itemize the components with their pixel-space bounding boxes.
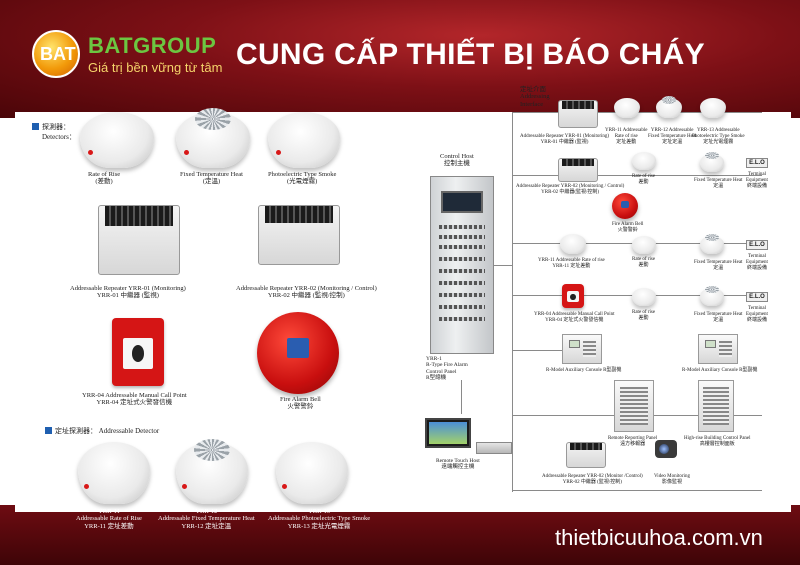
yrr12-detector: [176, 439, 248, 504]
label-smoke: Photoelectric Type Smoke(光電煙霧): [268, 171, 337, 186]
diagram-yrr13-detector: [700, 98, 726, 118]
section-detectors: 探測器： Detectors：: [32, 122, 76, 142]
remote-touch-host: [476, 442, 512, 454]
diagram-call-point: [562, 284, 584, 308]
fixed-heat-detector: [176, 108, 250, 168]
brand-name: BATGROUP: [88, 33, 217, 58]
logo-text: BAT: [40, 44, 76, 64]
diagram-repeater-yrr02b: [566, 442, 606, 468]
diagram-yrr11-row-detector: [560, 234, 586, 254]
bus-line: [512, 112, 513, 492]
yrr11-detector: [78, 442, 150, 504]
diagram-repeater-yrr01-label: Addressable Repeater YRR-01 (Monitoring)…: [520, 134, 610, 145]
page-title: CUNG CẤP THIẾT BỊ BÁO CHÁY: [236, 38, 705, 71]
branch-line-7: [512, 490, 762, 491]
website-url[interactable]: thietbicuuhoa.com.vn: [555, 525, 763, 550]
remote-reporting-panel: [614, 380, 654, 432]
elo-terminal-3: E.L.O: [746, 292, 768, 302]
diagram-repeater-yrr02b-label: Addressable Repeater YRR-02 (Monitor /Co…: [542, 474, 643, 485]
rate-of-rise-detector: [80, 112, 154, 168]
diagram-fixed-heat-3: [700, 286, 724, 306]
video-camera-icon: [655, 440, 677, 458]
highrise-control-panel: [698, 380, 734, 432]
diagram-rate-of-rise-2: [632, 236, 656, 254]
diagram-yrr12-detector: [656, 96, 682, 118]
label-rate-of-rise: Rate of Rise(差動): [88, 171, 121, 186]
remote-touch-monitor: [425, 418, 471, 448]
diagram-repeater-yrr02: [558, 158, 598, 182]
diagram-fixed-heat-2: [700, 234, 724, 254]
elo-terminal-2: E.L.O: [746, 240, 768, 250]
elo-terminal-1: E.L.O: [746, 158, 768, 168]
diagram-aux-console: [562, 334, 602, 364]
diagram-repeater-yrr02-label: Addressable Repeater YRR-02 (Monitoring …: [516, 184, 625, 195]
label-repeater-yrr01: Addressable Repeater YRR-01 (Monitoring)…: [70, 285, 186, 300]
repeater-yrr01: [98, 205, 180, 275]
connector-line: [461, 380, 462, 414]
control-host-cabinet: [430, 176, 494, 354]
diagram-rate-of-rise-3: [632, 288, 656, 306]
aux-console-label: R-Model Auxiliary Console R型副機: [546, 368, 622, 373]
brand-slogan: Giá trị bền vững từ tâm: [88, 60, 223, 75]
repeater-yrr02: [258, 205, 340, 265]
diagram-fire-alarm-bell: [612, 193, 638, 219]
diagram-repeater-yrr01: [558, 100, 598, 128]
bus-connector: [494, 265, 512, 266]
diagram-fixed-heat-1: [700, 152, 724, 172]
bullet-square-icon: [32, 123, 39, 130]
footer-banner: [0, 505, 800, 565]
yrr13-detector: [276, 442, 348, 504]
diagram-aux-console-right: [698, 334, 738, 364]
section-addressable: 定址探測器： Addressable Detector: [45, 426, 159, 436]
label-repeater-yrr02: Addressable Repeater YRR-02 (Monitoring …: [236, 285, 377, 300]
label-fixed-heat: Fixed Temperature Heat(定溫): [180, 171, 243, 186]
branch-line-2: [512, 175, 762, 176]
bullet-square-icon: [45, 427, 52, 434]
diagram-yrr11-detector: [614, 98, 640, 118]
diagram-rate-of-rise-1: [632, 152, 656, 170]
manual-call-point: [112, 318, 164, 386]
aux-console-right-label: R-Model Auxiliary Console R型副機: [682, 368, 758, 373]
fire-alarm-bell: [257, 312, 339, 394]
smoke-detector: [268, 112, 340, 168]
batgroup-logo: BAT: [32, 30, 80, 78]
branch-line-5: [512, 350, 562, 351]
